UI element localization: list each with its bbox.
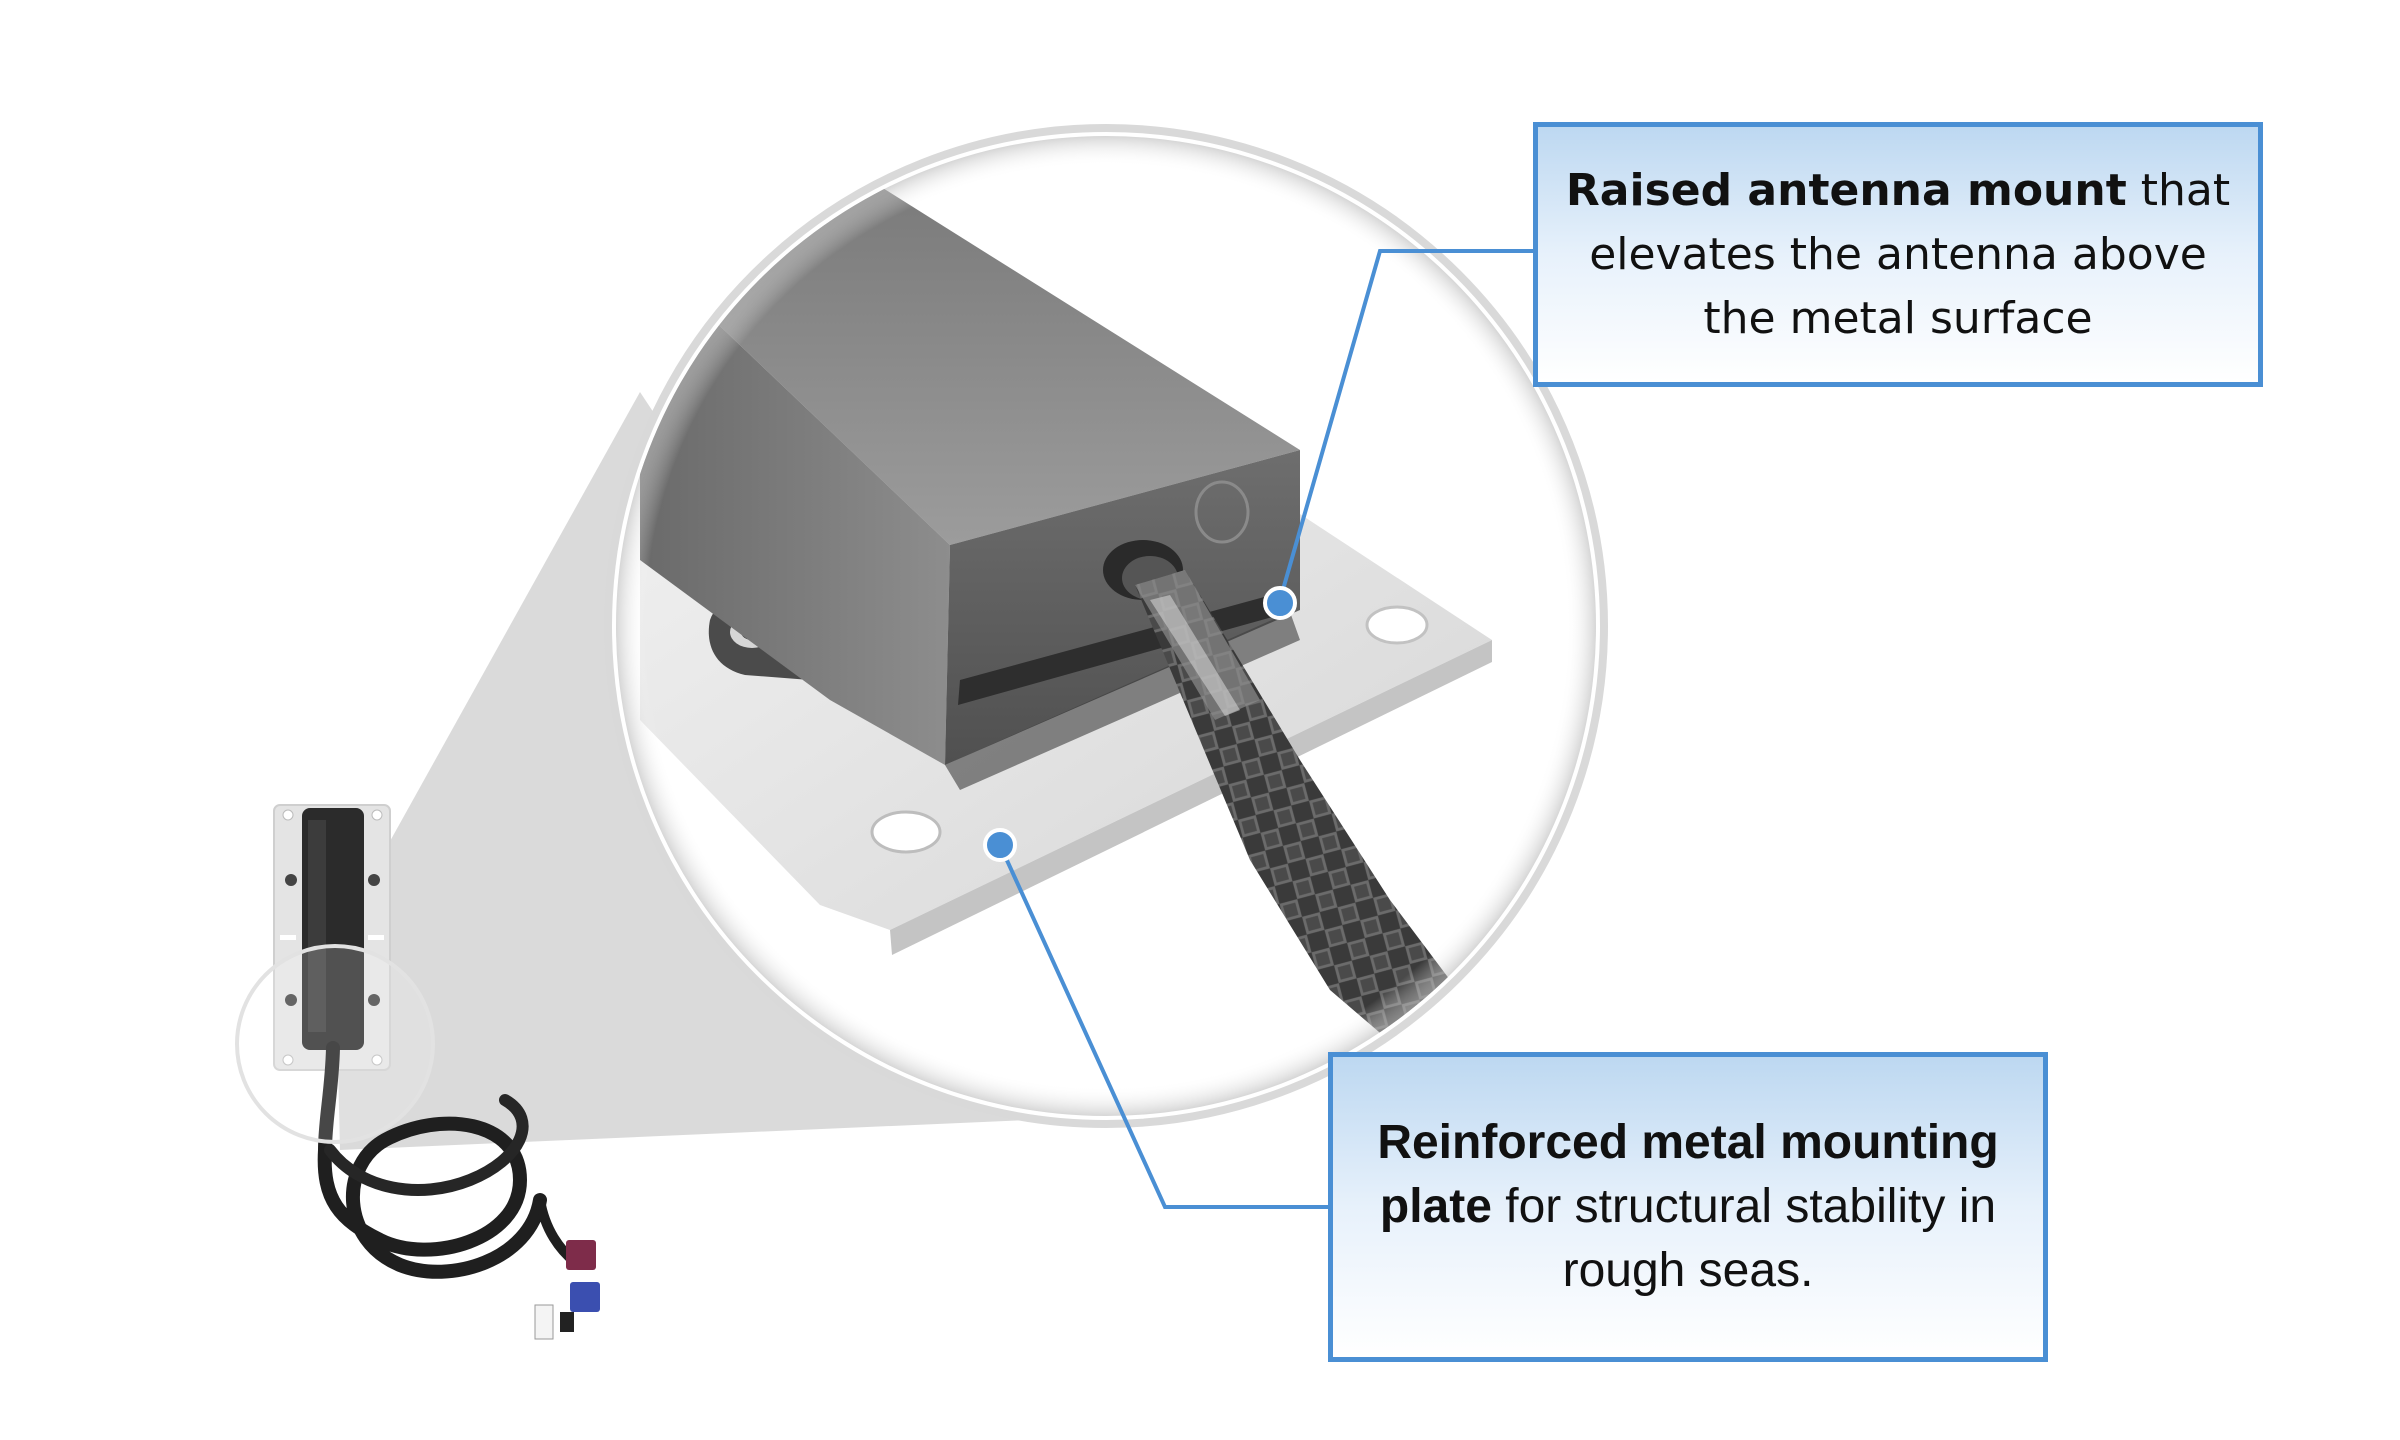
leader-line-antenna-mount xyxy=(1278,249,1533,601)
antenna-product-thumbnail xyxy=(235,804,600,1340)
thumbnail-cable xyxy=(317,1041,547,1279)
callout-mounting-plate-rest: for structural stability in rough seas. xyxy=(1491,1180,1997,1297)
thumbnail-zoom-indicator xyxy=(235,944,435,1144)
leader-dot-mounting-plate xyxy=(983,828,1017,862)
callout-mounting-plate-bold: Reinforced metal mounting plate xyxy=(1377,1116,1999,1233)
callout-antenna-mount-bold: Raised antenna mount xyxy=(1565,164,2127,216)
leader-line-mounting-plate xyxy=(998,844,1328,1209)
callout-antenna-mount-text: Raised antenna mount that elevates the a… xyxy=(1562,159,2234,351)
callout-mounting-plate-text: Reinforced metal mounting plate for stru… xyxy=(1359,1111,2017,1303)
fakra-connector-red xyxy=(566,1240,596,1270)
leader-dot-antenna-mount xyxy=(1263,586,1297,620)
callout-antenna-mount: Raised antenna mount that elevates the a… xyxy=(1533,122,2263,387)
magnified-view xyxy=(604,124,1608,1128)
fakra-connector-blue xyxy=(570,1282,600,1312)
callout-mounting-plate: Reinforced metal mounting plate for stru… xyxy=(1328,1052,2048,1362)
callout-antenna-mount-rest: that elevates the antenna above the meta… xyxy=(1589,164,2231,344)
